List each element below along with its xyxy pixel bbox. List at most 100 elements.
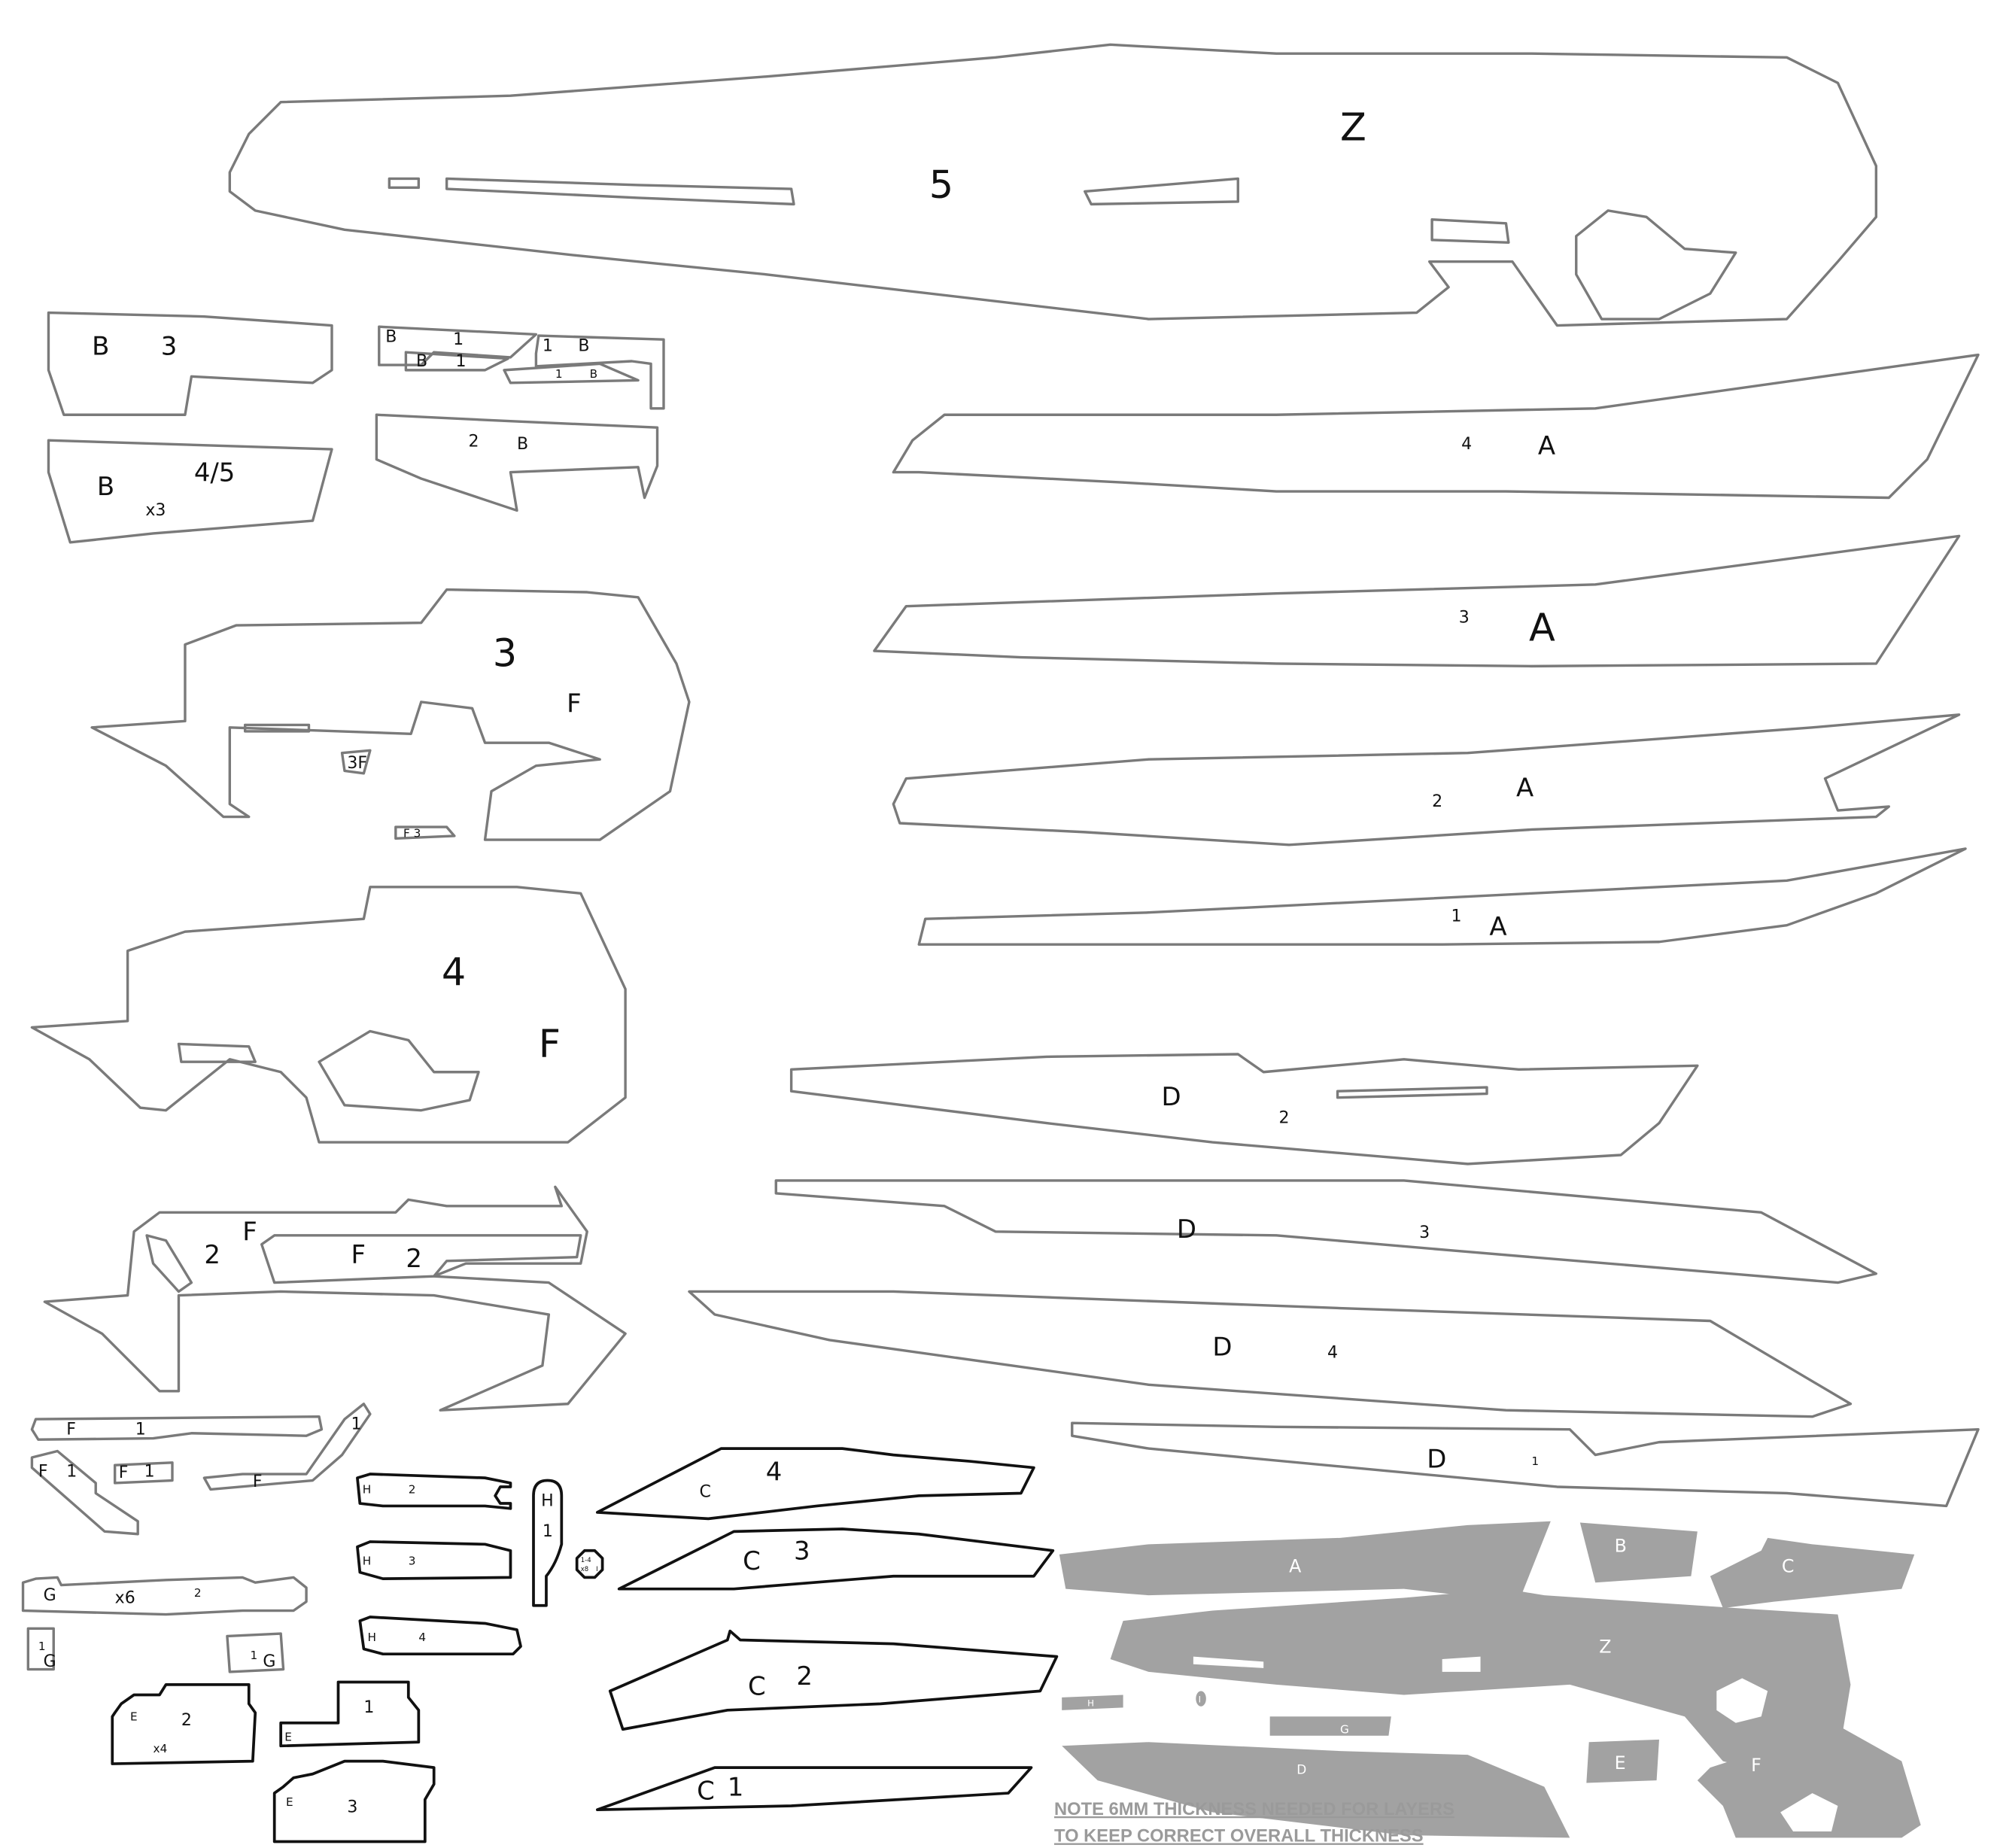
piece-f3: 3 F 3F F 3 [90,588,691,841]
piece-d3: D 3 [774,1179,1878,1284]
piece-b45: B 4/5 x3 [47,439,333,544]
label-letter: C [697,1777,715,1806]
piece-d2: D 2 [789,1053,1699,1166]
assembly-diagram: A B C Z H I G D E F [1059,1521,1921,1838]
label-text: 3F [347,754,367,773]
label-letter: H [368,1631,376,1644]
label-number: 4/5 [194,457,236,487]
label-letter: D [1161,1082,1181,1111]
label-letter: E [286,1795,293,1809]
piece-z5: Z 5 [228,43,1878,327]
label-letter: F [119,1464,129,1482]
piece-a1: 1 A [917,847,1967,946]
assembly-b [1579,1522,1698,1583]
assembly-e [1586,1739,1659,1783]
label-number: 3 [493,631,517,675]
label-letter: B [97,472,114,501]
assembly-z [1110,1588,1851,1774]
label-number: 1 [250,1649,257,1662]
label-number: 2 [204,1240,220,1269]
assembly-label: G [1340,1722,1349,1736]
assembly-label: D [1296,1762,1306,1777]
label-range: 1-4 [581,1556,591,1564]
piece-d1: D 1 [1071,1421,1980,1508]
label-number: 1 [543,1522,553,1541]
assembly-label: I [1199,1695,1202,1705]
assembly-label: F [1751,1755,1762,1776]
label-number: 2 [409,1482,416,1496]
label-letter: D [1212,1332,1232,1361]
label-number: 3 [794,1536,810,1566]
label-letter: B [416,352,427,371]
piece-f4: 4 F [30,886,627,1144]
label-number: 2 [406,1244,422,1273]
label-letter: F [351,1240,366,1269]
label-number: 2 [1279,1109,1290,1128]
assembly-f [1697,1725,1921,1838]
assembly-label: E [1615,1752,1626,1774]
piece-h-set: H 2 H 3 H 4 H 1 1-4 x8 I [356,1473,604,1656]
assembly-g [1269,1716,1391,1736]
assembly-h [1062,1695,1123,1710]
label-text: F 3 [403,827,421,840]
label-letter: F [242,1217,257,1247]
label-number: 1 [453,330,464,349]
label-letter: F [66,1420,76,1439]
label-letter: C [748,1671,766,1701]
assembly-label: A [1289,1556,1302,1577]
label-number: 1 [144,1462,155,1481]
note-line-1: NOTE 6MM THICKNESS NEEDED FOR LAYERS [1054,1800,1454,1819]
label-letter: G [44,1586,56,1605]
label-letter: Z [1340,105,1366,150]
label-letter: E [284,1731,292,1744]
piece-b1-set: B 1 B 1 1 B 1 B [378,325,665,410]
piece-f1-set: F 1 F 1 F 1 F 1 [30,1403,372,1536]
piece-d4: D 4 [688,1290,1853,1418]
label-number: 1 [66,1462,77,1481]
assembly-a [1059,1521,1551,1602]
label-letter: B [385,328,397,347]
label-letter: F [539,1021,561,1065]
label-letter: H [363,1482,371,1496]
label-letter: A [1489,912,1506,941]
piece-e-set: E 2 x4 E 1 E 3 [111,1680,436,1843]
piece-b2: 2 B [375,413,659,512]
label-letter: H [363,1554,371,1567]
assembly-label: B [1615,1535,1627,1556]
label-letter: G [263,1652,275,1671]
label-number: 1 [135,1420,146,1439]
label-number: 3 [409,1554,416,1567]
label-letter: B [517,435,528,454]
label-number: 1 [351,1415,361,1434]
label-number: 4 [766,1457,783,1487]
assembly-label: C [1782,1556,1795,1577]
label-number: 2 [181,1711,192,1730]
label-number: 4 [442,950,466,994]
label-count: x6 [115,1588,135,1607]
piece-f2: 2 F F 2 [43,1185,627,1412]
label-letter: A [1516,773,1534,802]
label-number: 1 [555,367,563,381]
label-number: 4 [1327,1344,1338,1363]
piece-b3: B 3 [47,311,333,416]
label-letter: D [1177,1214,1196,1244]
label-number: 1 [456,352,467,371]
assembly-i [1196,1691,1206,1707]
label-number: 5 [929,163,953,207]
label-letter: B [92,332,109,361]
label-number: 2 [194,1586,202,1600]
label-number: 2 [468,433,479,451]
label-number: 1 [38,1640,46,1653]
piece-a4: 4 A [892,353,1980,500]
label-letter: B [590,367,597,381]
label-number: 1 [1531,1454,1539,1468]
label-number: 3 [161,332,178,361]
piece-c-set: C 4 C 3 C 2 C 1 [595,1447,1059,1811]
label-number: 4 [418,1631,426,1644]
piece-a3: 3 A [873,534,1961,668]
piece-g-set: G x6 2 1 G 1 G [21,1576,308,1673]
label-number: 2 [1432,792,1442,811]
label-number: 3 [1459,609,1470,628]
label-letter: B [578,336,589,355]
